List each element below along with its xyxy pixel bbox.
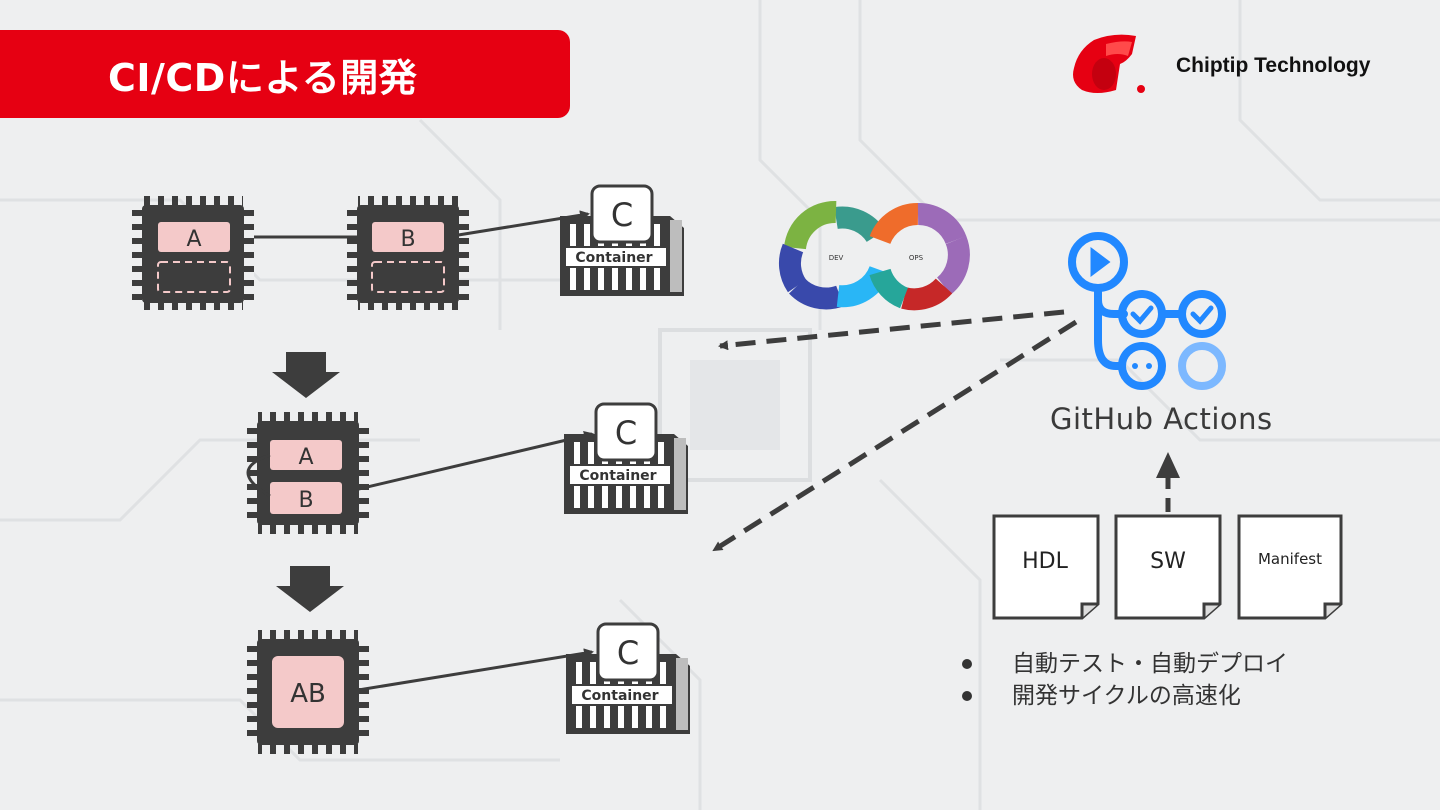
chip-merged-b-label: B <box>298 488 313 513</box>
devops-loop-icon: DEV OPS <box>778 201 970 311</box>
source-label: Manifest <box>1258 550 1322 568</box>
dashed-arrow-icon <box>718 309 1065 351</box>
source-manifest: Manifest <box>1237 514 1343 620</box>
link-ab-container-3 <box>345 648 594 694</box>
down-arrow-icon <box>276 566 344 612</box>
title-bar: CI/CDによる開発 <box>0 30 570 118</box>
github-actions-icon <box>1068 232 1226 390</box>
bullet-text: 開発サイクルの高速化 <box>1012 683 1241 709</box>
bullet-icon <box>962 691 972 701</box>
container-label: Container <box>579 468 656 484</box>
dashed-arrow-icon <box>712 319 1078 553</box>
chip-b-label: B <box>400 227 415 252</box>
chip-b: B <box>347 196 469 310</box>
chip-a: A <box>132 196 254 310</box>
devops-ops-label: OPS <box>909 254 924 262</box>
container-label: Container <box>575 250 652 266</box>
source-hdl: HDL <box>992 514 1100 620</box>
link-b-container-2 <box>345 430 594 494</box>
list-item: 開発サイクルの高速化 <box>958 680 1288 712</box>
source-label: SW <box>1150 549 1186 574</box>
chip-a-label: A <box>186 227 201 252</box>
down-arrow-icon <box>272 352 340 398</box>
github-actions-label: GitHub Actions <box>1050 402 1273 436</box>
page-title: CI/CDによる開発 <box>108 55 418 100</box>
chip-merged-ab: A B <box>246 412 369 534</box>
chip-merged-a-label: A <box>298 445 313 470</box>
company-logo <box>1073 34 1145 93</box>
devops-dev-label: DEV <box>829 254 844 262</box>
chip-ab: AB <box>247 630 369 754</box>
container-badge: C <box>617 634 639 672</box>
up-arrow-head <box>1156 452 1180 478</box>
brand-name: Chiptip Technology <box>1176 54 1371 77</box>
container-badge: C <box>611 196 633 234</box>
source-label: HDL <box>1022 549 1068 574</box>
list-item: 自動テスト・自動デプロイ <box>958 648 1288 680</box>
source-sw: SW <box>1114 514 1222 620</box>
container-label: Container <box>581 688 658 704</box>
container-2: Container C <box>564 402 688 514</box>
benefit-list: 自動テスト・自動デプロイ 開発サイクルの高速化 <box>958 648 1288 712</box>
bullet-icon <box>962 659 972 669</box>
container-3: Container C <box>566 622 690 734</box>
bullet-text: 自動テスト・自動デプロイ <box>1012 651 1288 677</box>
container-badge: C <box>615 414 637 452</box>
container-1: Container C <box>560 184 684 296</box>
chip-ab-label: AB <box>290 679 326 709</box>
